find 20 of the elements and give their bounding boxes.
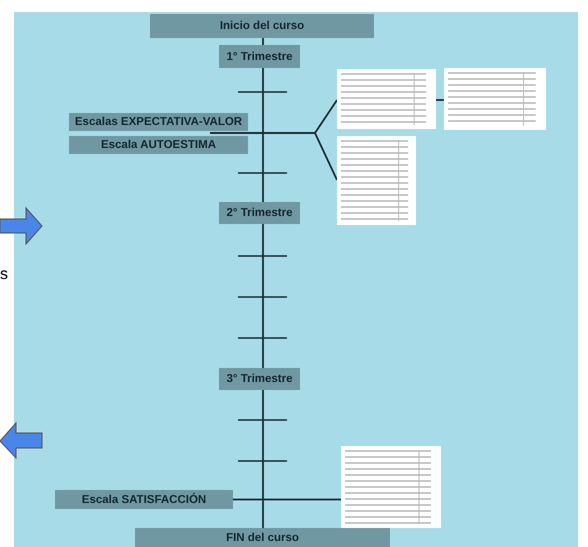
connector-line	[262, 68, 264, 202]
scale-label: Escala SATISFACCIÓN	[55, 490, 233, 509]
connector-line	[436, 99, 444, 101]
connector-line	[262, 390, 264, 528]
term-label: 2° Trimestre	[219, 202, 300, 224]
form-drawing	[341, 446, 441, 528]
scale-label: Escalas EXPECTATIVA-VALOR	[69, 113, 248, 131]
connector-line	[262, 224, 264, 368]
connector-line	[210, 132, 338, 180]
scale-label: Escala AUTOESTIMA	[69, 136, 248, 154]
term-label: 3° Trimestre	[219, 368, 300, 390]
form-drawing	[337, 69, 436, 129]
connector-line	[233, 498, 341, 500]
milestone-label: Inicio del curso	[150, 14, 374, 38]
term-label: 1° Trimestre	[219, 45, 300, 68]
milestone-label: FIN del curso	[135, 528, 390, 547]
connector-line	[262, 38, 264, 45]
form-drawing	[337, 136, 416, 225]
form-drawing	[444, 68, 546, 130]
text-fragment: s	[0, 266, 8, 284]
